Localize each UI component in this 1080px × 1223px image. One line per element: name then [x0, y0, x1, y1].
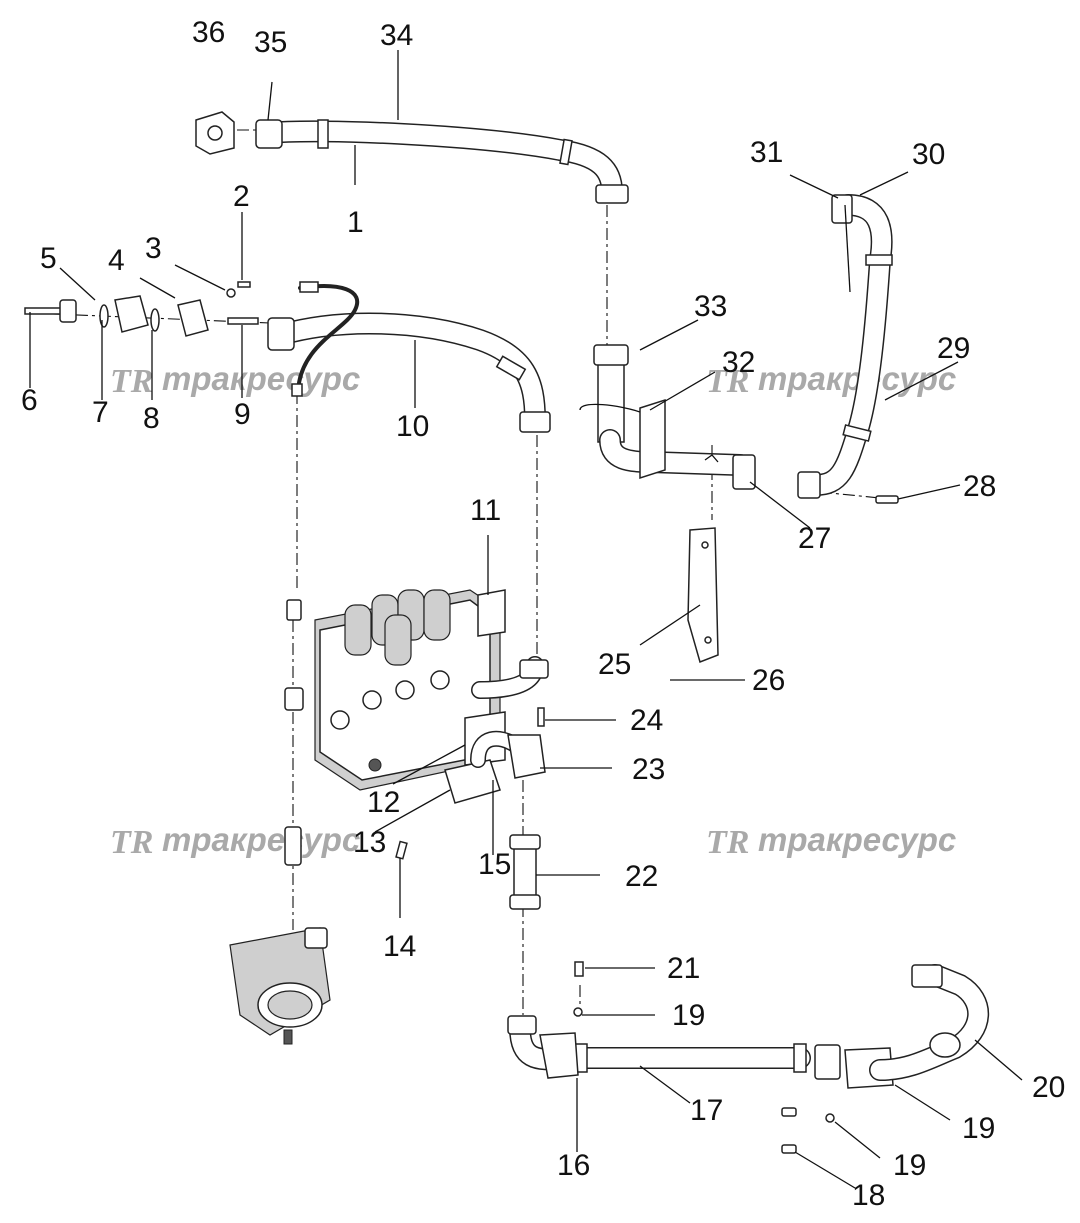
callout-17: 17: [690, 1094, 723, 1127]
callout-14: 14: [383, 930, 416, 963]
watermark-brand: тракресурс: [162, 821, 360, 858]
callout-27: 26: [752, 664, 785, 697]
hose-17: [507, 1015, 841, 1080]
callout-16: 16: [557, 1149, 590, 1182]
fitting-chain-left: [284, 599, 304, 866]
callout-33: 32: [722, 346, 755, 379]
callout-24: 23: [632, 753, 665, 786]
callout-10: 10: [396, 410, 429, 443]
callout-20: 19: [962, 1112, 995, 1145]
callout-8: 8: [143, 402, 160, 435]
callout-7: 7: [92, 396, 109, 429]
bracket-26: [687, 527, 719, 663]
callout-34: 33: [694, 290, 727, 323]
manifold-12-13-15-24: [395, 707, 546, 860]
watermark-logo: TR: [706, 824, 749, 861]
callout-12: 12: [367, 786, 400, 819]
watermark-bottom-right: TR тракресурс: [706, 821, 956, 861]
callout-23: 22: [625, 860, 658, 893]
callout-31: 30: [912, 138, 945, 171]
callout-36: 35: [254, 26, 287, 59]
callout-19-upper: 19: [672, 999, 705, 1032]
watermark-top-right: TR тракресурс: [706, 360, 956, 400]
callout-labels: 36 35 34 1 2 3 4 5 6 7 8 9 10 33 32 31 3…: [21, 16, 1065, 1212]
tube-23: [509, 834, 541, 910]
callout-37: 36: [192, 16, 225, 49]
callout-9: 9: [234, 398, 251, 431]
watermark-logo: TR: [110, 824, 153, 861]
hose-35-upper: [255, 119, 629, 204]
leader-lines: [29, 50, 1023, 1189]
callout-2: 2: [233, 180, 250, 213]
hose-30: [797, 194, 899, 504]
callout-6: 6: [21, 384, 38, 417]
adapter-37: [195, 111, 235, 155]
fittings-2-to-9: [24, 281, 259, 337]
callout-5: 5: [40, 242, 57, 275]
watermark-logo: TR: [706, 363, 749, 400]
pump: [229, 927, 331, 1045]
callout-15: 15: [478, 848, 511, 881]
hose-10: [267, 281, 551, 433]
callout-22: 21: [667, 952, 700, 985]
callout-1: 1: [347, 206, 364, 239]
callout-21: 20: [1032, 1071, 1065, 1104]
callout-26: 25: [598, 648, 631, 681]
bracket-11: [477, 589, 506, 637]
callout-35: 34: [380, 19, 413, 52]
watermark-brand: тракресурс: [758, 821, 956, 858]
watermark-logo: TR: [110, 363, 153, 400]
tube-and-bracket-33-34: [579, 344, 756, 490]
watermark-top-left: TR тракресурс: [110, 360, 360, 400]
callout-18: 18: [852, 1179, 885, 1212]
callout-25: 24: [630, 704, 663, 737]
watermark-brand: тракресурс: [162, 360, 360, 397]
watermark-bottom-left: TR тракресурс: [110, 821, 360, 861]
callout-28: 27: [798, 522, 831, 555]
callout-13: 13: [353, 826, 386, 859]
callout-11: 11: [470, 494, 501, 527]
callout-29: 28: [963, 470, 996, 503]
control-valve-block: [314, 589, 549, 791]
hose-20-21: [573, 961, 990, 1154]
callout-32: 31: [750, 136, 783, 169]
callout-30: 29: [937, 332, 970, 365]
callout-4: 4: [108, 244, 125, 277]
callout-3: 3: [145, 232, 162, 265]
callout-19-lower: 19: [893, 1149, 926, 1182]
